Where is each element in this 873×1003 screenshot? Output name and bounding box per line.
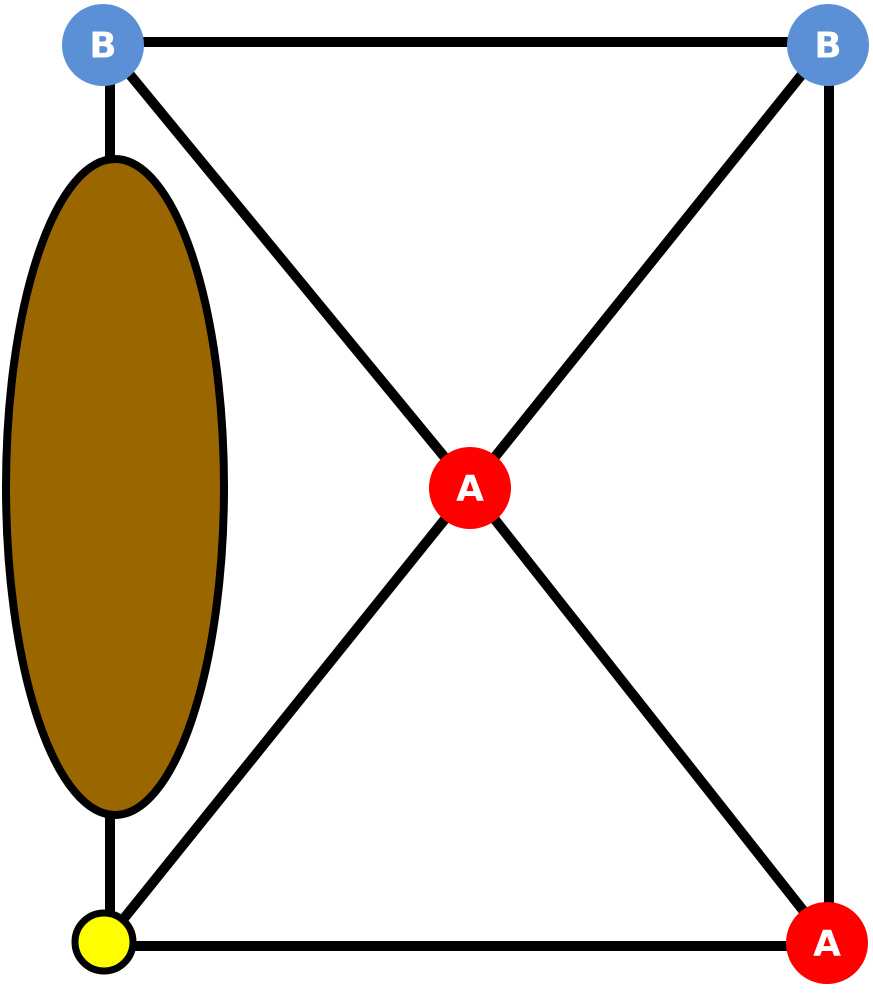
edge-diagonal-top-left bbox=[99, 38, 474, 492]
node-label: B bbox=[814, 26, 841, 67]
node-circle bbox=[62, 4, 144, 86]
node-b-top-right: B bbox=[787, 4, 869, 86]
node-label: A bbox=[456, 469, 484, 510]
node-label: B bbox=[89, 26, 116, 67]
node-a-bottom-right: A bbox=[786, 902, 868, 984]
node-circle bbox=[786, 902, 868, 984]
node-b-top-left: B bbox=[62, 4, 144, 86]
node-label: A bbox=[813, 924, 841, 965]
node-yellow-junction bbox=[71, 909, 137, 975]
edge-diagonal-bottom-left bbox=[101, 484, 474, 946]
node-circle bbox=[787, 4, 869, 86]
edge-diagonal-top-right bbox=[466, 38, 832, 492]
edge-diagonal-bottom-right bbox=[466, 484, 832, 946]
node-circle bbox=[429, 447, 511, 529]
node-a-center: A bbox=[429, 447, 511, 529]
brown-ellipse bbox=[2, 155, 228, 819]
